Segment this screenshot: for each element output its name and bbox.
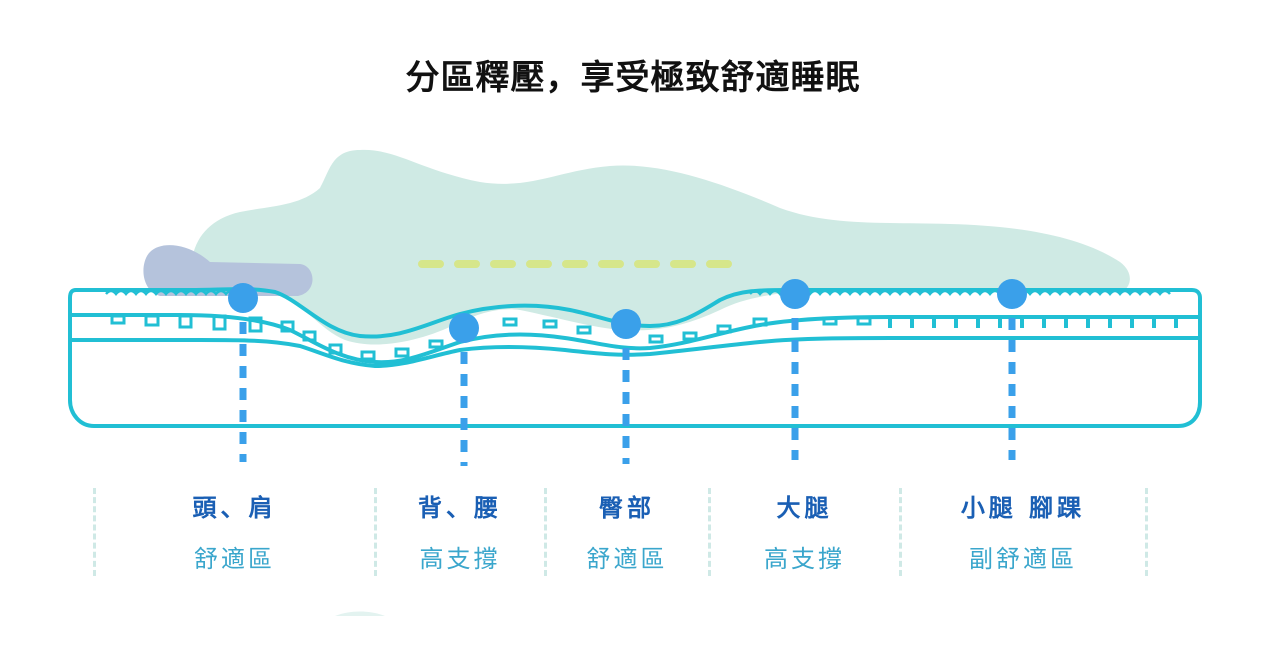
- zone-separator: [899, 488, 902, 576]
- zone-separator: [708, 488, 711, 576]
- zone-thigh: 大腿 高支撐: [710, 488, 899, 574]
- zone-desc-label: 副舒適區: [969, 545, 1077, 573]
- zone-desc-label: 舒適區: [194, 545, 275, 573]
- marker-back-waist: [449, 313, 479, 343]
- zone-desc-label: 舒適區: [586, 545, 668, 573]
- zone-part-label: 臀部: [599, 494, 655, 522]
- zone-separator: [544, 488, 547, 576]
- wave-right: [749, 289, 1171, 296]
- zone-separator: [93, 488, 96, 576]
- zone-part-label: 小腿 腳踝: [960, 494, 1086, 522]
- zone-desc-label: 高支撐: [419, 545, 501, 573]
- zone-markers: [228, 279, 1027, 343]
- base-layer-line: [70, 336, 1200, 369]
- zone-part-label: 背、腰: [418, 494, 502, 522]
- zone-separator: [374, 488, 377, 576]
- marker-head-shoulder: [228, 283, 258, 313]
- body-silhouette: [191, 149, 1130, 345]
- mattress-outline: [68, 287, 1202, 428]
- zone-separator: [1145, 488, 1148, 576]
- zone-back-waist: 背、腰 高支撐: [376, 488, 544, 574]
- zone-calf-ankle: 小腿 腳踝 副舒適區: [901, 488, 1145, 574]
- pocket-ticks: [888, 318, 1178, 328]
- zone-desc-label: 高支撐: [764, 545, 845, 573]
- zone-head-shoulder: 頭、肩 舒適區: [95, 488, 374, 574]
- zone-part-label: 頭、肩: [192, 494, 277, 522]
- marker-thigh: [780, 279, 810, 309]
- zone-hip: 臀部 舒適區: [546, 488, 708, 574]
- page-title: 分區釋壓，享受極致舒適睡眠: [405, 58, 861, 98]
- zone-part-label: 大腿: [776, 494, 833, 522]
- marker-calf-ankle: [997, 279, 1027, 309]
- bottom-decoration: [335, 611, 385, 616]
- pocket-cells: [110, 314, 872, 361]
- pillow: [143, 245, 313, 296]
- zone-leaders: [239, 296, 1016, 466]
- marker-hip: [611, 309, 641, 339]
